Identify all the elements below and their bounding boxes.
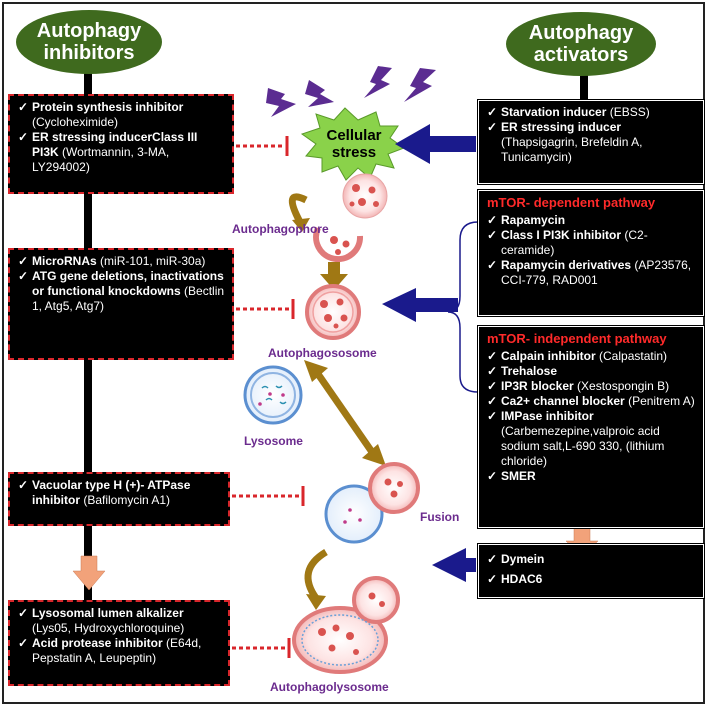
autolysosome-lobe [352, 576, 400, 624]
activator-item: ER stressing inducer (Thapsigagrin, Bref… [487, 120, 697, 165]
activator-item: Starvation inducer (EBSS) [487, 105, 697, 120]
mtor-independent-header: mTOR- independent pathway [487, 331, 667, 346]
lysosome-shape [243, 365, 303, 425]
inhibitor-box-1: Protein synthesis inhibitor(Cycloheximid… [8, 94, 234, 194]
cellular-stress-burst [300, 107, 406, 181]
activator-box-2: mTOR- dependent pathway Rapamycin Class … [477, 189, 705, 317]
cytoplasm-vesicle [342, 173, 388, 219]
gold-double-arrow [315, 372, 375, 454]
lightning-icon [305, 80, 334, 107]
blue-arrow-autophagosome [382, 288, 458, 322]
pathway-bracket [447, 221, 479, 393]
autophagosome-shape [305, 284, 361, 340]
autolysosome-inner [301, 614, 379, 666]
autophagolysosome-label: Autophagolysosome [270, 680, 389, 694]
lightning-icon-group [266, 66, 436, 117]
inhibitor-item: Vacuolar type H (+)- ATPase inhibitor (B… [18, 478, 222, 508]
gold-arrowhead-up [304, 360, 328, 382]
activator-item: Dymein [487, 549, 697, 569]
lightning-icon [364, 66, 392, 98]
activator-item: Rapamycin [487, 213, 697, 228]
lysosome-enzymes [261, 385, 287, 405]
gold-arrow-phagophore [288, 193, 308, 224]
blue-arrow-dynein [432, 548, 476, 582]
autophagosome-inner [312, 291, 354, 333]
autophagolysosome-shape [292, 606, 388, 674]
lightning-icon [404, 68, 436, 102]
inhibitor-box-2: MicroRNAs (miR-101, miR-30a) ATG gene de… [8, 248, 234, 360]
inhibition-bars [285, 136, 305, 658]
inhibitor-box-4: Lysosomal lumen alkalizer(Lys05, Hydroxy… [8, 600, 230, 686]
autophagophore-label: Autophagophore [232, 222, 329, 236]
gold-arrowhead-down [362, 444, 386, 466]
inhibitor-item: Acid protease inhibitor (E64d, Pepstatin… [18, 636, 222, 666]
mtor-dependent-header: mTOR- dependent pathway [487, 195, 656, 210]
lightning-icon [266, 88, 296, 117]
activator-item: IP3R blocker (Xestospongin B) [487, 379, 697, 394]
gold-arrow-down [320, 262, 348, 290]
inhibitor-item: Protein synthesis inhibitor(Cycloheximid… [18, 100, 226, 130]
autolysosome-cargo [318, 592, 385, 655]
activators-title: Autophagy activators [528, 22, 634, 66]
inhibitor-item: Lysosomal lumen alkalizer(Lys05, Hydroxy… [18, 606, 222, 636]
activator-item: Ca2+ channel blocker (Penitrem A) [487, 394, 697, 409]
activator-item: Class I PI3K inhibitor (C2-ceramide) [487, 228, 697, 258]
activators-oval: Autophagy activators [506, 12, 656, 76]
inhibitor-item: MicroRNAs (miR-101, miR-30a) [18, 254, 226, 269]
fusion-dots [343, 508, 362, 524]
lysosome-dots [258, 392, 285, 406]
fusion-label: Fusion [420, 510, 460, 524]
inhibitor-item: ATG gene deletions, inactivations or fun… [18, 269, 226, 314]
activator-box-1: Starvation inducer (EBSS) ER stressing i… [477, 99, 705, 185]
autophagosome-cargo [320, 298, 348, 329]
inhibitor-item: ER stressing inducerClass III PI3K (Wort… [18, 130, 226, 175]
inhibitors-title: Autophagy inhibitors [36, 20, 142, 64]
fusion-cargo [384, 478, 403, 498]
phagophore-cargo [330, 236, 350, 255]
peach-arrow-left [72, 555, 106, 591]
activator-item: Calpain inhibitor (Calpastatin) [487, 349, 697, 364]
activator-item: Trehalose [487, 364, 697, 379]
activator-item: IMPase inhibitor (Carbemezepine,valproic… [487, 409, 697, 469]
cellular-stress-label: Cellular stress [314, 127, 394, 161]
inhibitors-oval: Autophagy inhibitors [16, 10, 162, 74]
fusion-autophagosome [368, 462, 420, 514]
cargo-dots [349, 184, 379, 207]
autophagophore-shape [313, 226, 364, 263]
gold-arrowhead [292, 218, 310, 232]
lysosome-label: Lysosome [244, 434, 303, 448]
activator-item: SMER [487, 469, 697, 484]
activator-box-4: Dymein HDAC6 [477, 543, 705, 599]
gold-arrow-autolysosome [304, 548, 328, 601]
blue-arrow-stress [395, 124, 476, 164]
activator-item: HDAC6 [487, 569, 697, 589]
inhibitor-box-3: Vacuolar type H (+)- ATPase inhibitor (B… [8, 472, 230, 526]
cellular-stress-text: Cellular stress [326, 127, 382, 161]
lysosome-ring [250, 372, 296, 418]
inhibition-lines [232, 144, 300, 650]
autophagosome-label: Autophagososome [268, 346, 377, 360]
activator-box-3: mTOR- independent pathway Calpain inhibi… [477, 325, 705, 529]
gold-arrowhead-2 [306, 594, 326, 610]
activator-item: Rapamycin derivatives (AP23576, CCI-779,… [487, 258, 697, 288]
fusion-lysosome [324, 484, 384, 544]
activator-spine [580, 62, 588, 102]
